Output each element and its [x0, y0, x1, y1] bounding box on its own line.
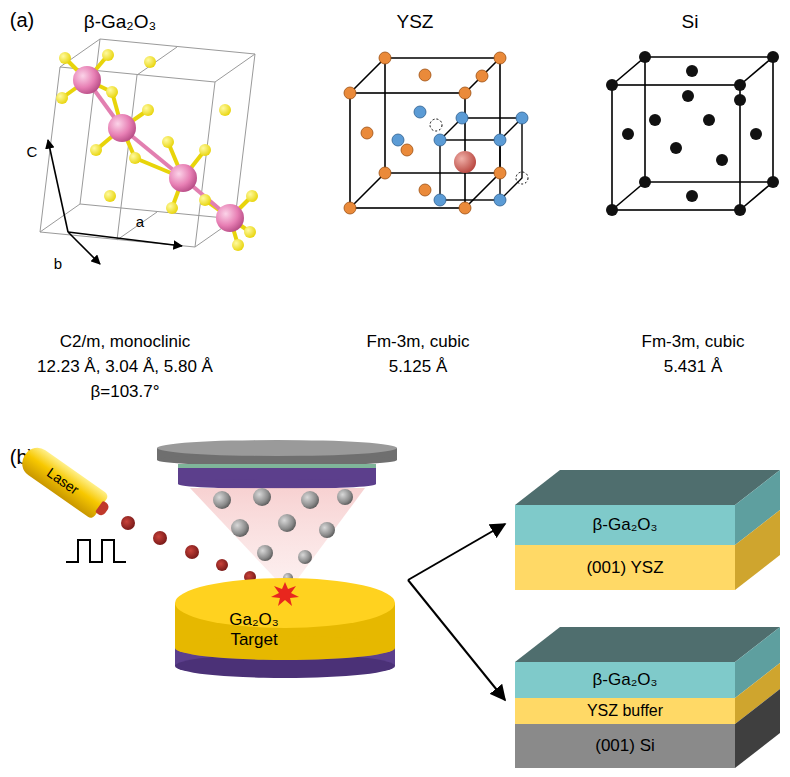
pointer-arrows — [408, 524, 505, 700]
lattice-parameter: 5.125 Å — [389, 357, 448, 377]
buffer-layer: YSZ buffer — [515, 698, 735, 724]
ysz-structure — [344, 52, 528, 214]
node-text: β-Ga₂O₃ — [593, 670, 658, 690]
ga2o3-structure — [40, 39, 258, 264]
structure-title: YSZ — [397, 11, 434, 34]
node-text: Laser — [44, 464, 82, 497]
target-text-box: Ga₂O₃ Target — [215, 610, 293, 649]
axis-label: C — [27, 143, 38, 161]
structure-title: Si — [682, 11, 699, 34]
stack-faces — [515, 470, 780, 768]
space-group: Fm-3m, cubic — [642, 332, 745, 352]
substrate-layer: (001) YSZ — [515, 545, 735, 590]
structure-title: β-Ga₂O₃ — [84, 11, 157, 34]
node-text: β-Ga₂O₃ — [593, 515, 658, 535]
lattice-parameter: 5.431 Å — [664, 357, 723, 377]
pulse-symbol — [66, 540, 126, 562]
node-text: YSZ buffer — [587, 702, 663, 720]
substrate-layer: (001) Si — [515, 724, 735, 768]
target-disk: Ga₂O₃ Target — [175, 578, 395, 680]
pld-chamber — [66, 440, 397, 592]
axis-label: b — [54, 255, 62, 273]
space-group: C2/m, monoclinic — [60, 332, 190, 352]
node-text: (001) Si — [595, 736, 655, 756]
laser-tip — [95, 501, 110, 518]
lattice-parameters: 12.23 Å, 3.04 Å, 5.80 Å — [37, 357, 213, 377]
film-layer: β-Ga₂O₃ — [515, 662, 735, 698]
film-layer: β-Ga₂O₃ — [515, 505, 735, 545]
lattice-angle: β=103.7° — [90, 382, 159, 402]
node-text: (001) YSZ — [586, 558, 663, 578]
laser-source: Laser — [17, 442, 110, 519]
si-structure — [606, 51, 779, 216]
axis-arrows — [48, 140, 182, 264]
panel-letter: (a) — [10, 8, 34, 32]
node-text: Ga₂O₃ Target — [215, 610, 293, 649]
axis-label: a — [136, 213, 144, 231]
space-group: Fm-3m, cubic — [367, 332, 470, 352]
target-shape — [175, 578, 395, 680]
